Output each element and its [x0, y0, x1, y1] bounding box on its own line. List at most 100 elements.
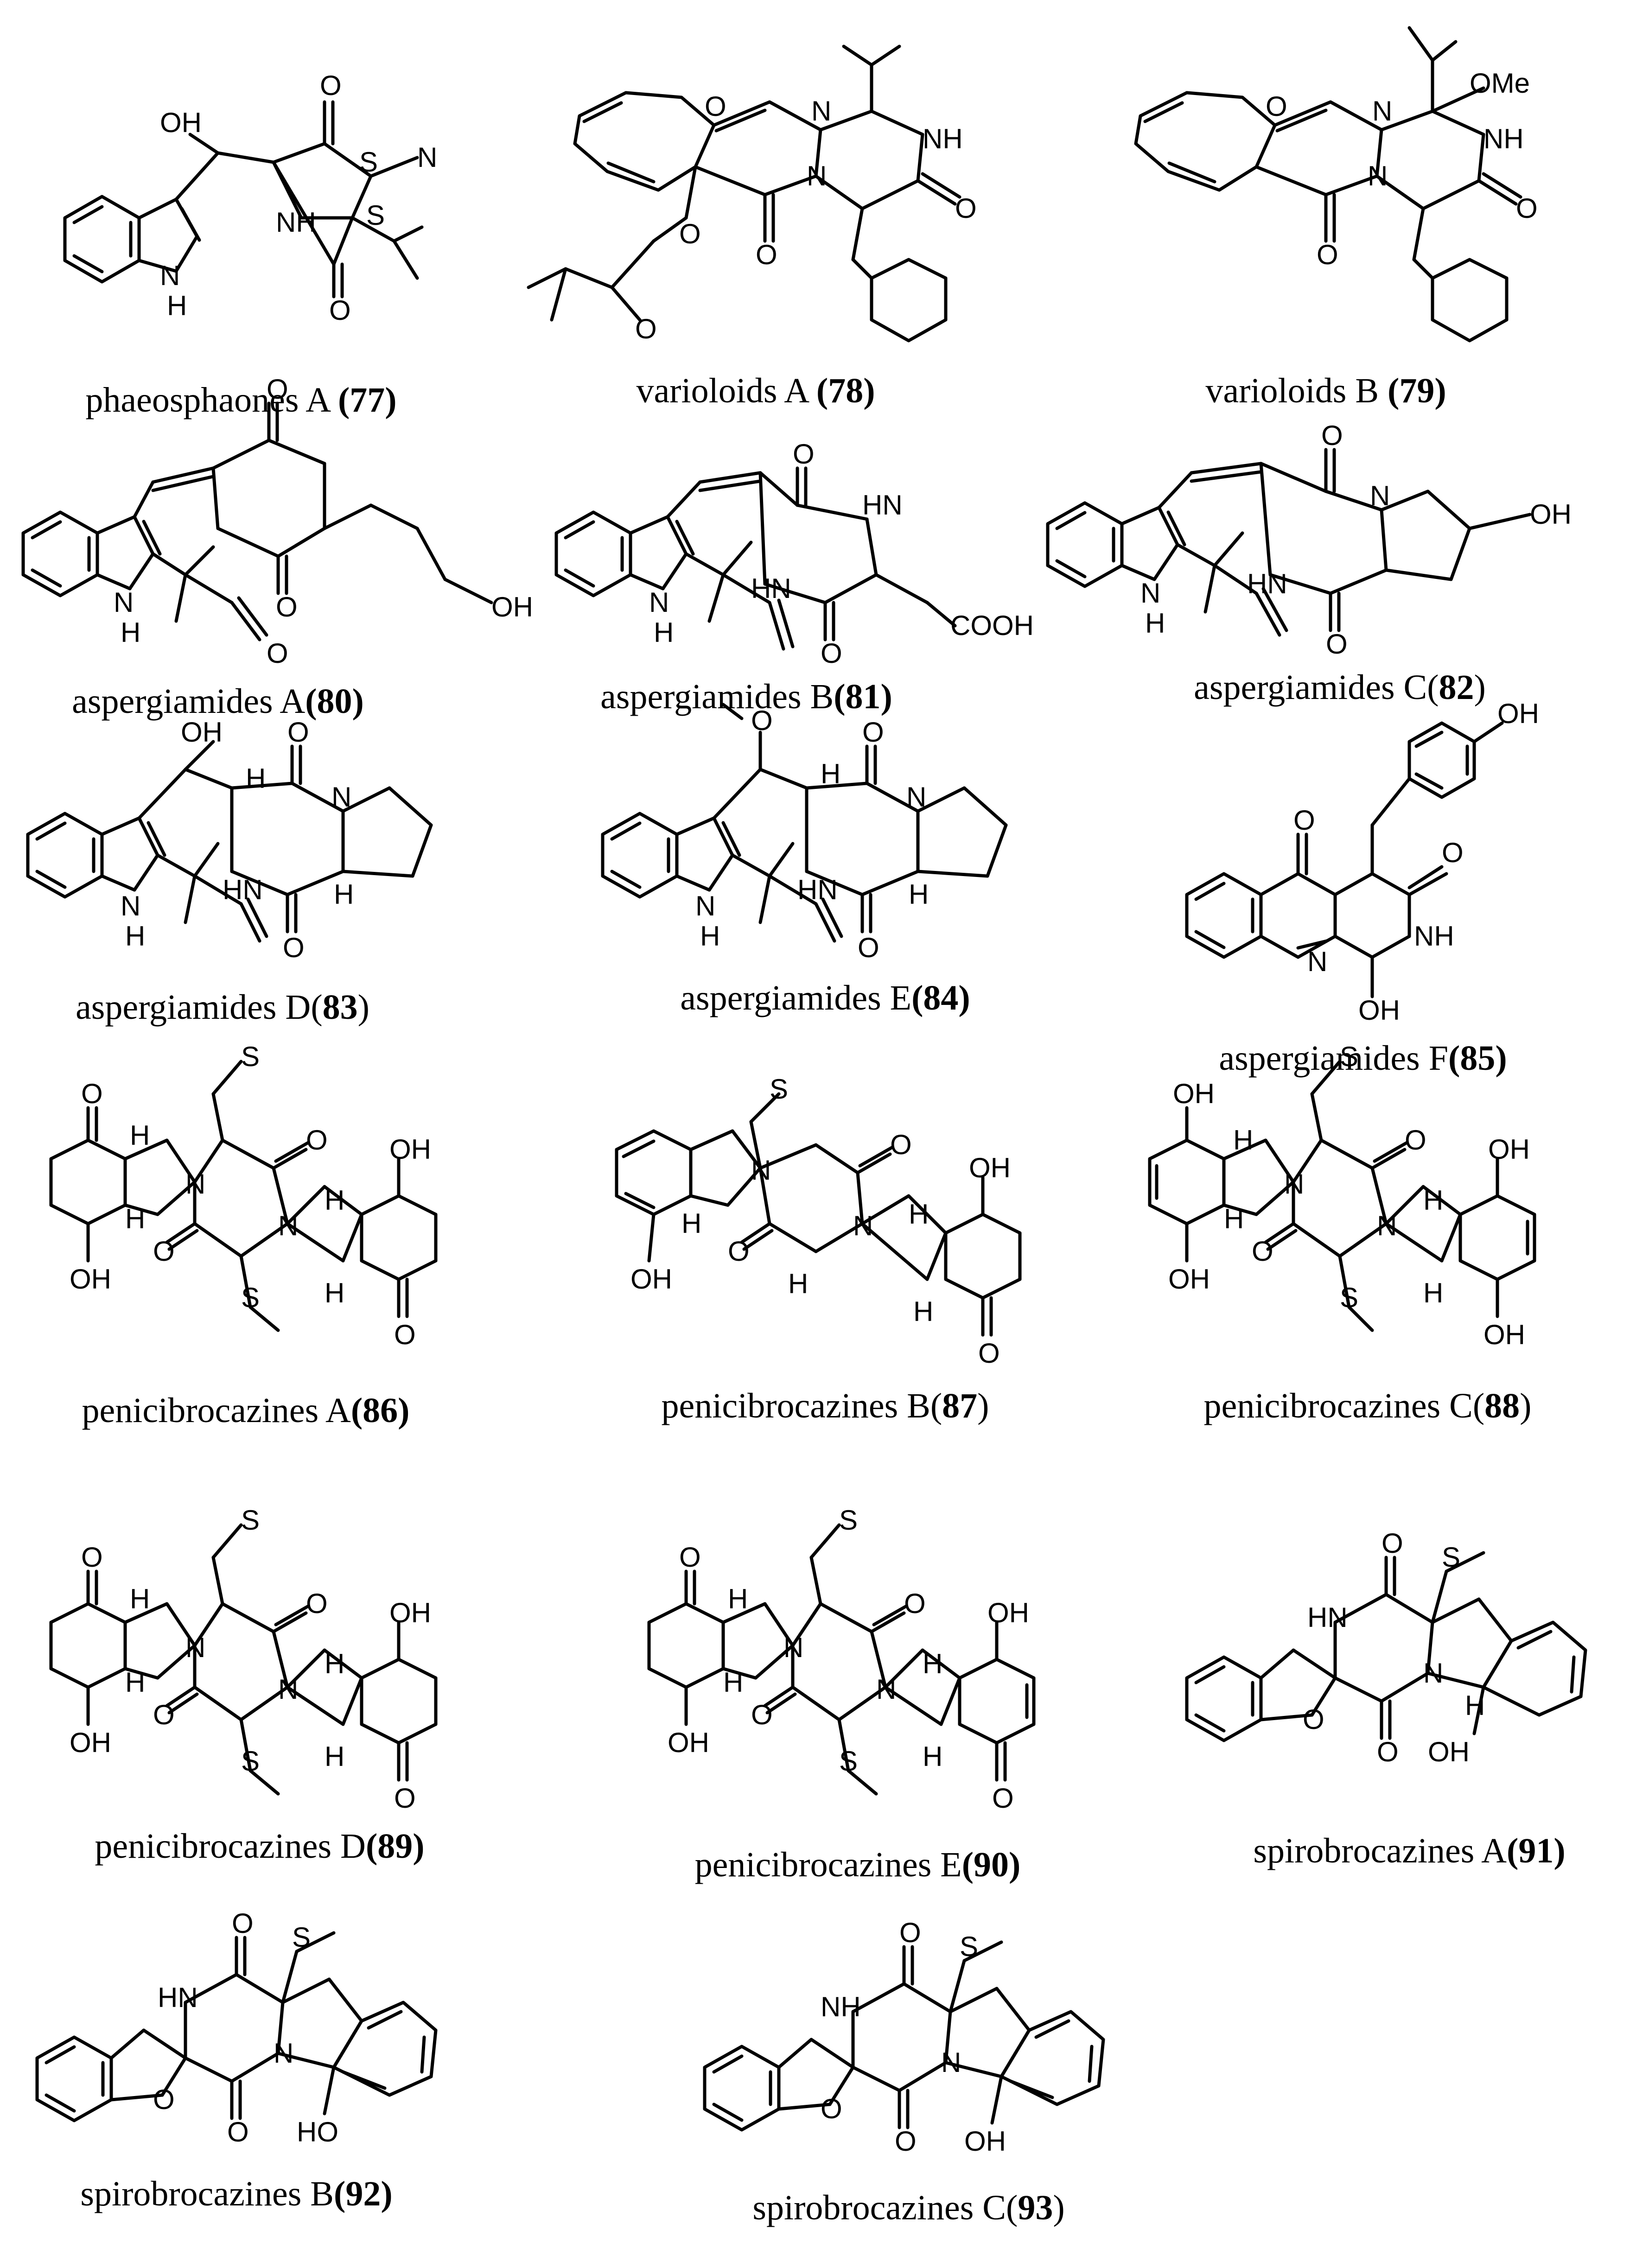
- atom-label: H: [1465, 1690, 1485, 1721]
- atom-label: N: [941, 2047, 961, 2078]
- atom-label: S: [241, 1041, 260, 1072]
- atom-label: H: [821, 758, 840, 789]
- atom-label: O: [756, 239, 777, 270]
- atom-label: HN: [862, 489, 903, 521]
- caption-name: penicibrocazines E: [694, 1845, 962, 1884]
- atom-label: S: [1340, 1041, 1358, 1072]
- caption-paren: ): [977, 1386, 989, 1425]
- caption-name: penicibrocazines C: [1203, 1386, 1473, 1425]
- caption-77: phaeosphaones A (77): [85, 380, 396, 420]
- caption-name: penicibrocazines D: [95, 1827, 366, 1866]
- atom-label: N: [1370, 480, 1390, 511]
- atom-label: O: [320, 70, 342, 101]
- caption-num: (89): [365, 1827, 425, 1866]
- atom-label: H: [923, 1741, 942, 1772]
- atom-label: HN: [223, 874, 263, 905]
- atom-label: O: [635, 313, 657, 344]
- caption-num: (86): [350, 1391, 410, 1430]
- atom-label: H: [125, 1667, 145, 1698]
- atom-label: HN: [1307, 1602, 1348, 1633]
- atom-label: N: [278, 1210, 298, 1241]
- caption-num: (92): [334, 2174, 393, 2213]
- atom-label: NH: [923, 123, 963, 154]
- atom-label: O: [267, 638, 288, 669]
- atom-label: O: [227, 2116, 249, 2147]
- atom-label: S: [1442, 1542, 1460, 1573]
- atom-label: H: [125, 1203, 145, 1234]
- caption-paren: ): [1053, 2188, 1065, 2227]
- atom-label: N: [331, 781, 351, 813]
- caption-num: 82: [1439, 668, 1474, 707]
- caption-num: 83: [322, 988, 358, 1027]
- atom-label: O: [992, 1783, 1014, 1814]
- atom-label: O: [1405, 1124, 1426, 1156]
- atom-label: OH: [1168, 1264, 1210, 1295]
- caption-90: penicibrocazines E(90): [695, 1845, 1021, 1885]
- atom-label: S: [839, 1505, 858, 1536]
- atom-label: O: [153, 2084, 175, 2115]
- atom-label: S: [241, 1282, 260, 1313]
- caption-name: aspergiamides D: [76, 988, 311, 1027]
- atom-label: N: [1284, 1169, 1304, 1200]
- atom-label: H: [125, 921, 145, 952]
- atom-label: NH: [821, 1991, 861, 2022]
- caption-name: aspergiamides E: [680, 978, 912, 1017]
- atom-label: OH: [70, 1727, 111, 1758]
- atom-label: HO: [297, 2116, 338, 2147]
- atom-label: H: [1423, 1185, 1443, 1216]
- atom-label: OH: [1488, 1134, 1530, 1165]
- caption-num: (81): [834, 677, 892, 716]
- atom-label: O: [955, 193, 977, 224]
- atom-label: O: [394, 1783, 416, 1814]
- caption-name: penicibrocazines A: [82, 1391, 351, 1430]
- caption-num: 88: [1484, 1386, 1520, 1425]
- atom-label: H: [246, 763, 266, 794]
- atom-label: H: [1233, 1124, 1253, 1156]
- atom-label: N: [417, 142, 437, 173]
- atom-label: O: [1321, 420, 1343, 451]
- caption-num: (80): [305, 682, 364, 721]
- structure-86: [49, 1060, 438, 1332]
- atom-label: OH: [668, 1727, 709, 1758]
- caption-name: penicibrocazines B: [661, 1386, 930, 1425]
- caption-89: penicibrocazines D(89): [95, 1826, 424, 1867]
- atom-label: H: [723, 1667, 743, 1698]
- structure-77: [63, 100, 424, 299]
- atom-label: H: [923, 1648, 942, 1679]
- atom-label: O: [1442, 837, 1464, 868]
- atom-label: OH: [389, 1134, 431, 1165]
- caption-79: varioloids B (79): [1205, 371, 1446, 411]
- caption-80: aspergiamides A(80): [72, 681, 364, 722]
- atom-label: O: [276, 591, 298, 623]
- caption-81: aspergiamides B(81): [600, 677, 892, 717]
- caption-88: penicibrocazines C(88): [1204, 1386, 1532, 1426]
- atom-label: S: [359, 146, 378, 178]
- structure-92: [35, 1931, 438, 2122]
- atom-label: H: [1145, 608, 1165, 639]
- structure-87: [615, 1092, 1022, 1337]
- atom-label: H: [167, 290, 187, 321]
- caption-num: (79): [1388, 371, 1446, 410]
- atom-label: N: [783, 1632, 803, 1663]
- atom-label: O: [1266, 91, 1287, 122]
- caption-86: penicibrocazines A(86): [82, 1391, 410, 1431]
- atom-label: NH: [1483, 123, 1524, 154]
- atom-label: N: [649, 587, 669, 618]
- atom-label: N: [1372, 95, 1392, 127]
- caption-name: aspergiamides C: [1194, 668, 1427, 707]
- atom-label: H: [913, 1296, 933, 1327]
- caption-83: aspergiamides D(83): [76, 987, 369, 1028]
- caption-num: (78): [816, 371, 875, 410]
- caption-name: spirobrocazines A: [1253, 1831, 1507, 1870]
- atom-label: N: [114, 587, 134, 618]
- atom-label: N: [274, 2038, 293, 2069]
- atom-label: O: [1377, 1736, 1399, 1767]
- atom-label: HN: [1247, 568, 1287, 599]
- atom-label: N: [185, 1169, 205, 1200]
- atom-label: N: [906, 781, 926, 813]
- atom-label: N: [1423, 1658, 1443, 1689]
- atom-label: S: [839, 1746, 858, 1777]
- atom-label: H: [909, 1199, 929, 1230]
- atom-label: N: [278, 1674, 298, 1705]
- atom-label: H: [681, 1208, 701, 1239]
